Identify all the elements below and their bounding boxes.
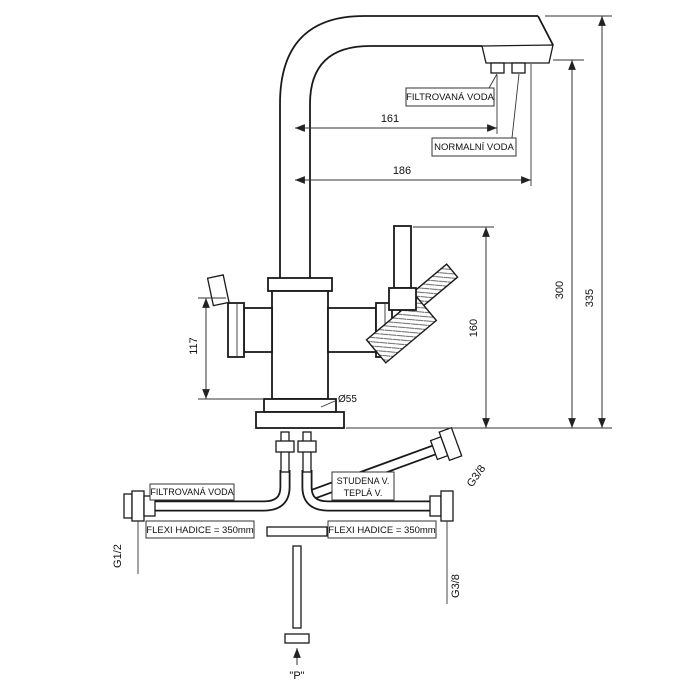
neck-collar xyxy=(267,277,333,292)
body-column xyxy=(271,290,329,400)
mounting-bracket xyxy=(266,526,328,537)
right-handle-stem xyxy=(393,225,412,289)
right-dimensions: 300 335 160 xyxy=(346,15,612,429)
spout-tip-face xyxy=(537,15,554,46)
spout-outer-curve xyxy=(279,15,538,278)
fitting-right xyxy=(429,490,454,522)
base-plate xyxy=(255,411,345,429)
faucet-body: Ø55 xyxy=(206,225,459,429)
cold-water-label: STUDENA V. xyxy=(337,476,390,486)
supply-hoses xyxy=(123,426,463,522)
dim-161: 161 xyxy=(381,113,399,125)
spout xyxy=(279,15,554,278)
leader-normal xyxy=(511,73,520,139)
thread-g12-label: G1/2 xyxy=(112,544,124,568)
dim-335: 335 xyxy=(584,289,596,307)
left-arm xyxy=(243,307,273,353)
right-handle-joint xyxy=(388,287,417,311)
flexi-hose-left-box xyxy=(145,520,255,539)
right-hose xyxy=(303,470,430,510)
lever-section-lower xyxy=(365,296,438,364)
flexi-hose-right-label: FLEXI HADICE = 350mm xyxy=(328,525,436,536)
mounting-stud xyxy=(292,545,302,629)
filtered-water-bottom-box xyxy=(149,483,235,501)
spout-inner-curve xyxy=(309,45,482,278)
dim-300: 300 xyxy=(554,281,566,299)
pressure-mark-label: "P" xyxy=(289,670,304,682)
left-dimension: 117 xyxy=(188,297,264,400)
cold-hot-box xyxy=(331,471,395,501)
right-arm xyxy=(327,307,377,353)
tube-nut-left xyxy=(275,440,295,453)
dim-160: 160 xyxy=(468,319,480,337)
base-diameter-leader xyxy=(320,400,336,408)
filtered-water-top-box xyxy=(405,87,495,107)
normal-water-label: NORMALNÍ VODA xyxy=(434,142,514,153)
base-diameter-dim: Ø55 xyxy=(338,394,357,405)
leader-filtered-top xyxy=(488,73,498,89)
left-handle xyxy=(206,274,230,307)
dim-186: 186 xyxy=(393,165,411,177)
fitting-angled xyxy=(429,426,463,462)
left-flange xyxy=(227,302,245,358)
flexi-hose-right-box xyxy=(327,520,437,539)
dim-117: 117 xyxy=(188,337,200,355)
normal-water-box xyxy=(431,137,517,157)
flexi-hose-left-label: FLEXI HADICE = 350mm xyxy=(146,525,254,536)
outlet-normal xyxy=(511,62,526,74)
mounting-hardware: "P" xyxy=(266,526,328,682)
thread-g38-angled-label: G3/8 xyxy=(465,463,489,489)
hot-water-label: TEPLÁ V. xyxy=(344,488,383,498)
mounting-nut xyxy=(284,633,310,644)
top-dimensions: 161 186 FILTROVANÁ VODA NORMALNÍ VODA xyxy=(295,64,532,186)
aerator-housing xyxy=(481,44,554,64)
outlet-filtered xyxy=(490,62,505,74)
tube-nut-right xyxy=(297,440,317,453)
filtered-water-bottom-label: FILTROVANÁ VODA xyxy=(150,487,233,497)
left-hose xyxy=(152,470,289,510)
filtered-water-top-label: FILTROVANÁ VODA xyxy=(406,92,494,103)
thread-g38-right-label: G3/8 xyxy=(450,574,462,598)
